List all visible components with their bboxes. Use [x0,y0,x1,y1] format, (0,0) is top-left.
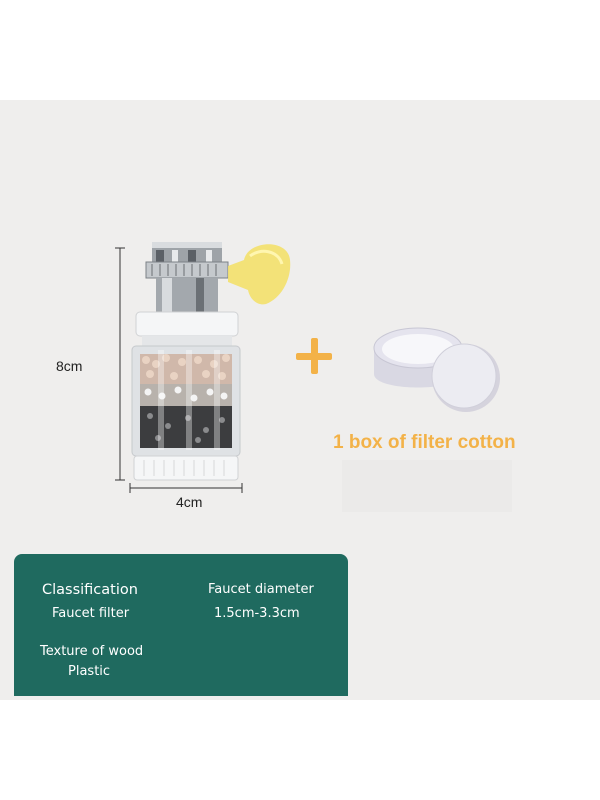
cotton-label-backdrop [342,460,512,512]
spec-classification-title: Classification [42,582,138,598]
spec-texture-value: Plastic [68,664,111,679]
plus-icon [296,338,332,374]
faucet-filter-image [115,242,291,493]
width-dimension-label: 4cm [176,494,203,510]
spec-texture-title: Texture of wood [40,644,144,659]
height-dimension-label: 8cm [56,358,83,374]
spec-faucet-diameter-title: Faucet diameter [208,582,314,597]
accessory-label: 1 box of filter cotton [333,432,516,453]
filter-cotton-image [373,327,500,412]
spec-card: Classification Faucet filter Faucet diam… [14,554,348,696]
spec-classification-value: Faucet filter [52,606,130,621]
spec-faucet-diameter-value: 1.5cm-3.3cm [214,606,300,621]
